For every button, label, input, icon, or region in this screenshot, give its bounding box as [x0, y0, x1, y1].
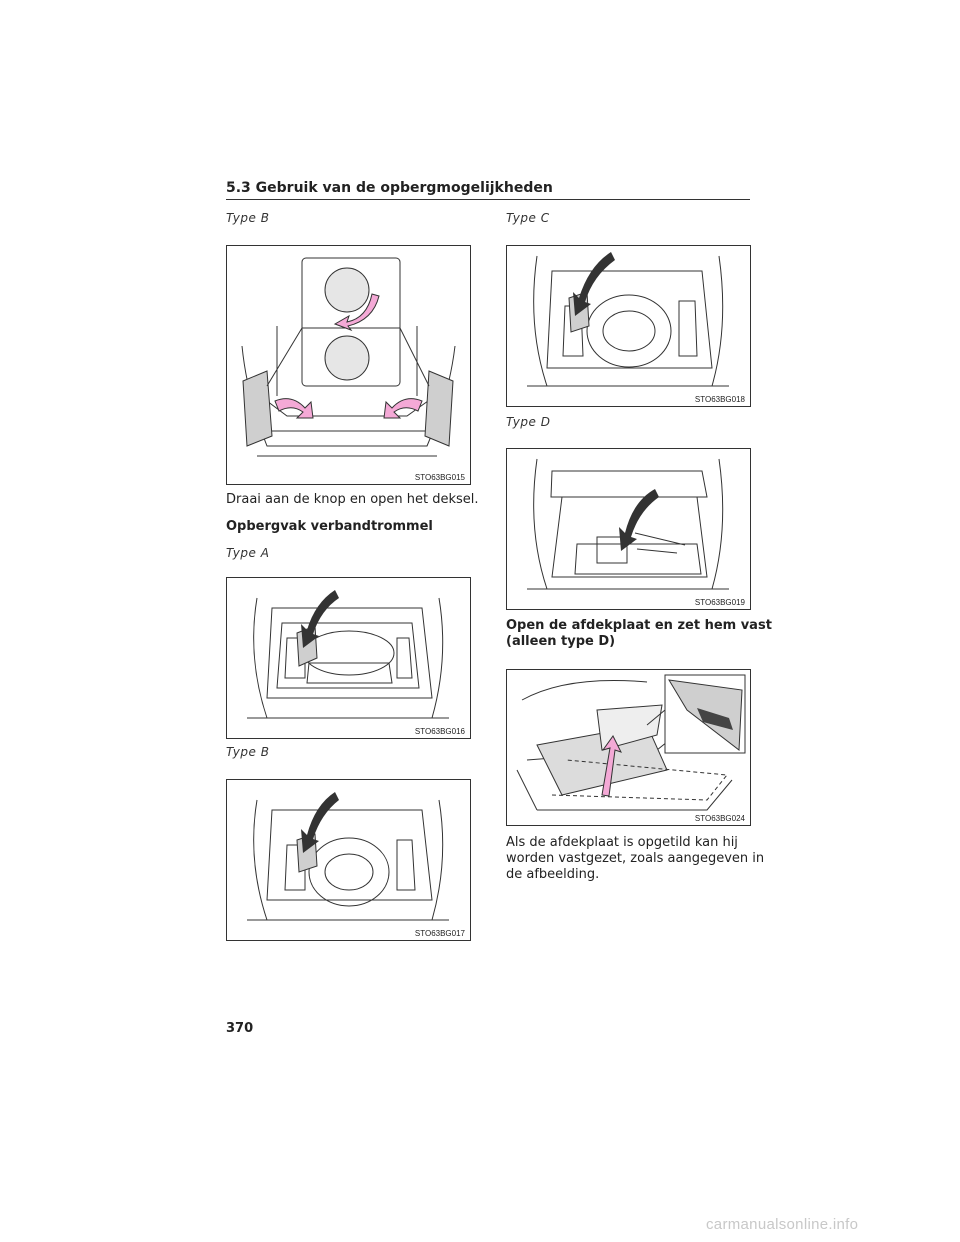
- figure-code: STO63BG018: [693, 395, 746, 404]
- figure-trunk-side-knobs: STO63BG015: [226, 245, 471, 485]
- figure-cover-plate: STO63BG024: [506, 669, 751, 826]
- figure-code: STO63BG016: [413, 727, 466, 736]
- caption-type-c: Type C: [506, 211, 550, 225]
- watermark: carmanualsonline.info: [706, 1216, 859, 1233]
- figure-code: STO63BG017: [413, 929, 466, 938]
- figure-code: STO63BG019: [693, 598, 746, 607]
- body-text-line2: worden vastgezet, zoals aangegeven in: [506, 851, 765, 866]
- page-number: 370: [226, 1021, 254, 1036]
- caption-type-a: Type A: [226, 546, 270, 560]
- figure-trunk-type-d: STO63BG019: [506, 448, 751, 610]
- section-title: 5.3 Gebruik van de opbergmogelijkheden: [226, 180, 553, 196]
- body-text-line1: Als de afdekplaat is opgetild kan hij: [506, 835, 738, 850]
- subheading-open-plate-line1: Open de afdekplaat en zet hem vast: [506, 618, 772, 633]
- caption-type-d: Type D: [506, 415, 551, 429]
- subheading-first-aid: Opbergvak verbandtrommel: [226, 519, 433, 534]
- caption-type-b: Type B: [226, 745, 270, 759]
- instruction-text: Draai aan de knop en open het deksel.: [226, 492, 479, 507]
- figure-trunk-type-a: STO63BG016: [226, 577, 471, 739]
- header-divider: [226, 199, 750, 200]
- figure-trunk-type-b: STO63BG017: [226, 779, 471, 941]
- figure-trunk-type-c: STO63BG018: [506, 245, 751, 407]
- body-text-line3: de afbeelding.: [506, 867, 600, 882]
- figure-code: STO63BG024: [693, 814, 746, 823]
- caption-type-b-top: Type B: [226, 211, 270, 225]
- figure-code: STO63BG015: [413, 473, 466, 482]
- subheading-open-plate-line2: (alleen type D): [506, 634, 616, 649]
